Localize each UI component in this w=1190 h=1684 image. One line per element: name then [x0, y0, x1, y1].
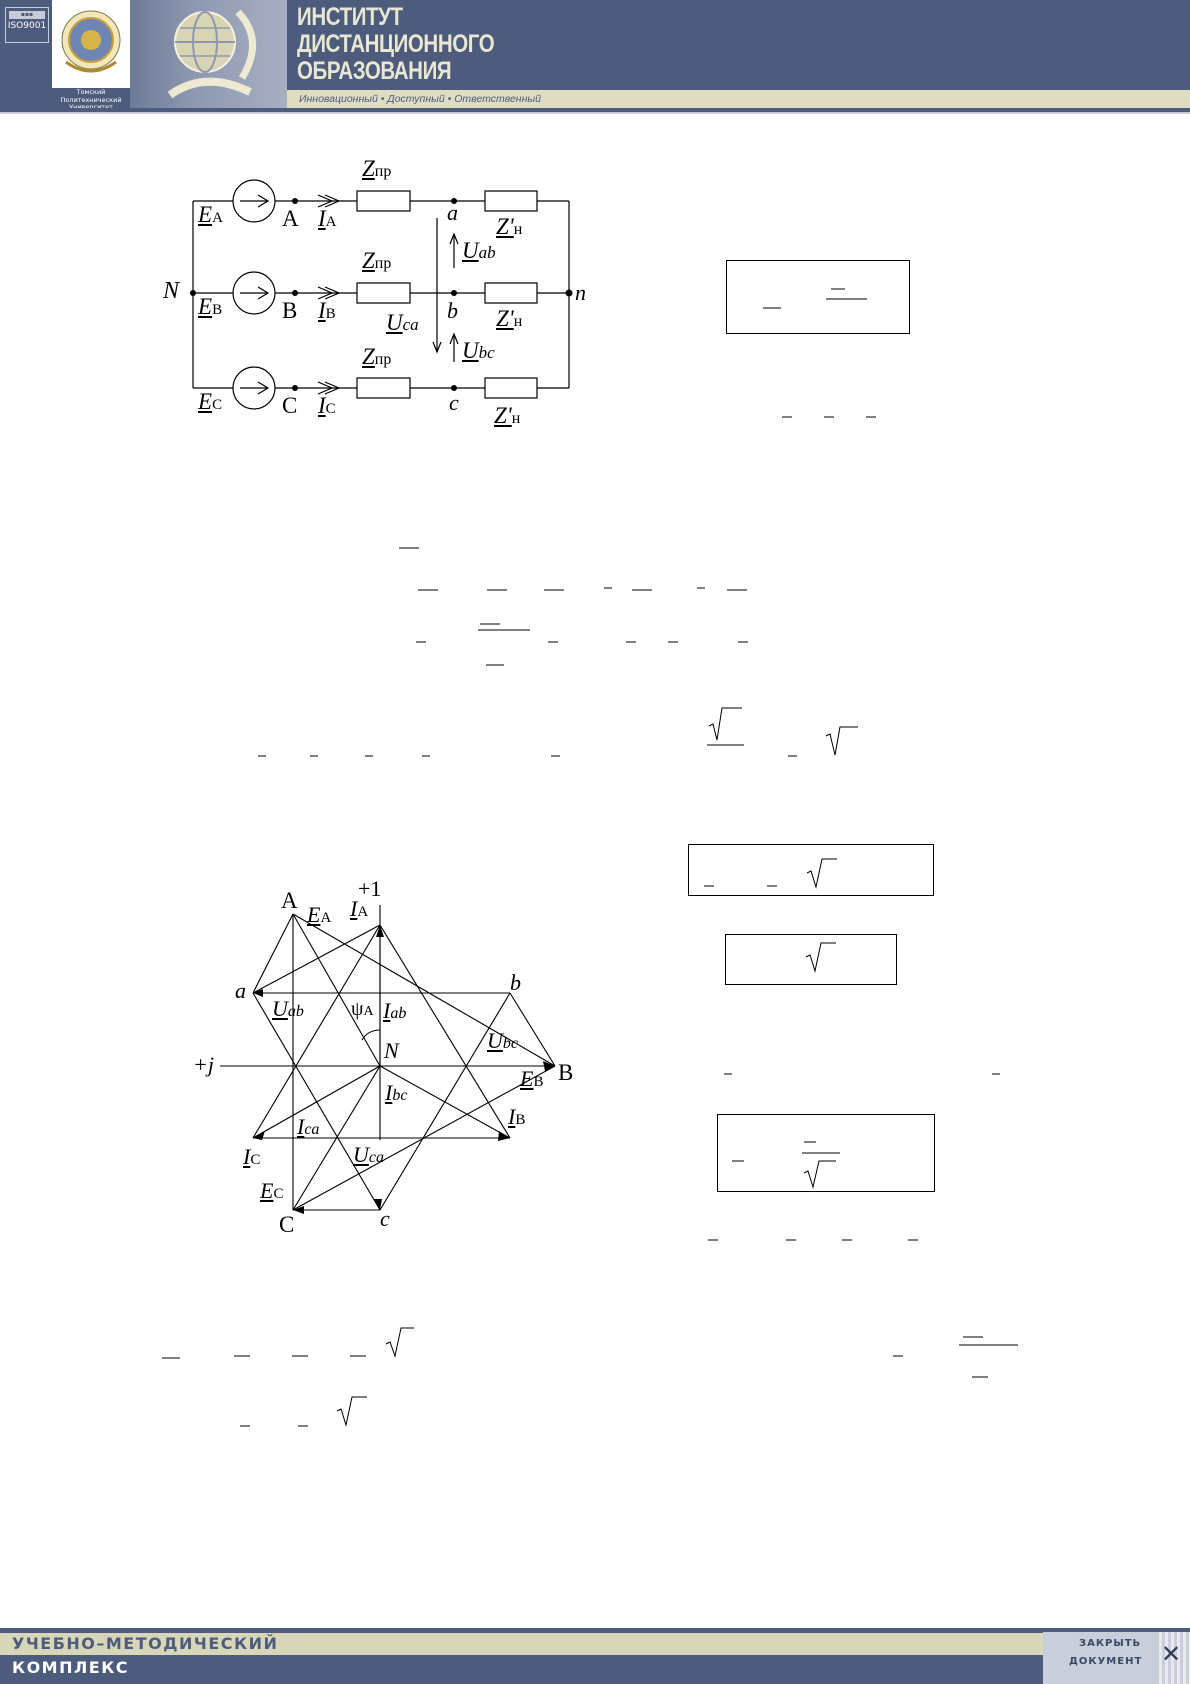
phasor-A-label: A: [281, 888, 298, 913]
university-line-1: Томский: [76, 88, 106, 96]
emf-EC-label: EC: [198, 389, 223, 414]
institute-title: ИНСТИТУТ ДИСТАНЦИОННОГО ОБРАЗОВАНИЯ: [297, 3, 495, 85]
phasor-c-label: c: [380, 1206, 390, 1231]
phasor-Iab-label: Iab: [383, 998, 407, 1023]
close-document-label-1: ЗАКРЫТЬ: [1079, 1638, 1142, 1649]
title-line-1: ИНСТИТУТ: [297, 3, 403, 31]
axis-plusj-label: +j: [193, 1052, 214, 1077]
iso-badge-logo: ▪▪▪: [9, 11, 45, 19]
voltage-Uca-label: Uca: [386, 310, 419, 335]
phasor-IB-label: IB: [508, 1104, 526, 1129]
slogan-band: [287, 90, 1190, 108]
footer-sand-band: [0, 1633, 1043, 1655]
university-line-2: Политехнический: [60, 95, 122, 104]
footer-title-line-2: КОМПЛЕКС: [12, 1658, 130, 1677]
phasor-EA-label: EA: [307, 902, 332, 927]
node-C-label: C: [282, 393, 298, 418]
voltage-Ubc-label: Ubc: [462, 338, 495, 363]
zn-label-3: Z'н: [494, 403, 521, 428]
title-line-2: ДИСТАНЦИОННОГО: [297, 30, 495, 58]
zpr-label-2: Zпр: [362, 248, 392, 273]
formula-box-3-marks: [805, 942, 836, 973]
formula-box-1: [726, 260, 910, 334]
formula-box-4-marks: [732, 1141, 840, 1189]
header-banner: ▪▪▪ ISO9001 Томский Политехнический Унив…: [0, 0, 1190, 112]
slogan: Инновационный • Доступный • Ответственны…: [299, 93, 541, 105]
university-emblem-icon: [61, 10, 121, 73]
node-N-label: N: [163, 278, 180, 304]
formula-box-2: [688, 844, 934, 896]
close-stripes: [1159, 1632, 1190, 1684]
phasor-psiA-label: ψA: [351, 998, 374, 1020]
formula-box-2-marks: [704, 858, 837, 889]
phasor-Uca-label: Uca: [353, 1142, 384, 1167]
footer-title-line-1: УЧЕБНО–МЕТОДИЧЕСКИЙ: [12, 1634, 279, 1653]
phasor-IA-label: IA: [350, 896, 369, 921]
globe-icon: [167, 9, 257, 99]
phasor-Uab-label: Uab: [272, 996, 304, 1021]
node-n-label: n: [575, 280, 586, 305]
title-line-3: ОБРАЗОВАНИЯ: [297, 57, 452, 85]
zn-label-2: Z'н: [496, 306, 523, 331]
header-bottom-line: [0, 108, 1190, 112]
header-divider: [0, 112, 1190, 114]
phasor-Ica-label: Ica: [297, 1114, 320, 1139]
formula-box-3: [725, 934, 897, 985]
phasor-Ibc-label: Ibc: [385, 1080, 408, 1105]
phasor-a-label: a: [235, 978, 246, 1003]
phasor-EB-label: EB: [520, 1066, 544, 1091]
phasor-EC-label: EC: [260, 1178, 284, 1203]
formula-box-1-marks: [763, 288, 867, 309]
node-a-label: a: [447, 200, 458, 225]
footer-banner: УЧЕБНО–МЕТОДИЧЕСКИЙ КОМПЛЕКС: [0, 1628, 1190, 1684]
close-icon[interactable]: ✕: [1161, 1640, 1182, 1668]
node-B-label: B: [282, 298, 298, 323]
current-IB-label: IB: [318, 298, 336, 323]
current-IA-label: IA: [318, 206, 337, 231]
zn-label-1: Z'н: [496, 214, 523, 239]
current-IC-label: IC: [318, 393, 336, 418]
formula-box-4: [717, 1114, 935, 1192]
iso-badge: ▪▪▪ ISO9001: [5, 7, 49, 43]
node-A-label: A: [282, 206, 299, 231]
zpr-label-3: Zпр: [362, 344, 392, 369]
phasor-C-label: C: [279, 1212, 295, 1237]
university-line-3: Университет: [69, 103, 113, 111]
node-c-label: c: [449, 390, 459, 415]
voltage-Uab-label: Uab: [462, 238, 496, 263]
phasor-IC-label: IC: [243, 1144, 261, 1169]
close-document-label-2: ДОКУМЕНТ: [1069, 1656, 1143, 1667]
phasor-Ubc-label: Ubc: [487, 1028, 518, 1053]
iso-label: ISO9001: [7, 21, 47, 31]
zpr-label-1: Zпр: [362, 156, 392, 181]
emf-EB-label: EB: [198, 294, 223, 319]
globe-graphic: [130, 0, 287, 112]
phasor-N-label: N: [384, 1038, 399, 1063]
axis-plus1-label: +1: [358, 876, 382, 901]
phasor-b-label: b: [510, 970, 521, 995]
phasor-B-label: B: [558, 1060, 574, 1085]
close-document-button[interactable]: ЗАКРЫТЬ ДОКУМЕНТ ✕: [1043, 1632, 1190, 1684]
node-b-label: b: [447, 298, 458, 323]
emf-EA-label: EA: [198, 202, 223, 227]
